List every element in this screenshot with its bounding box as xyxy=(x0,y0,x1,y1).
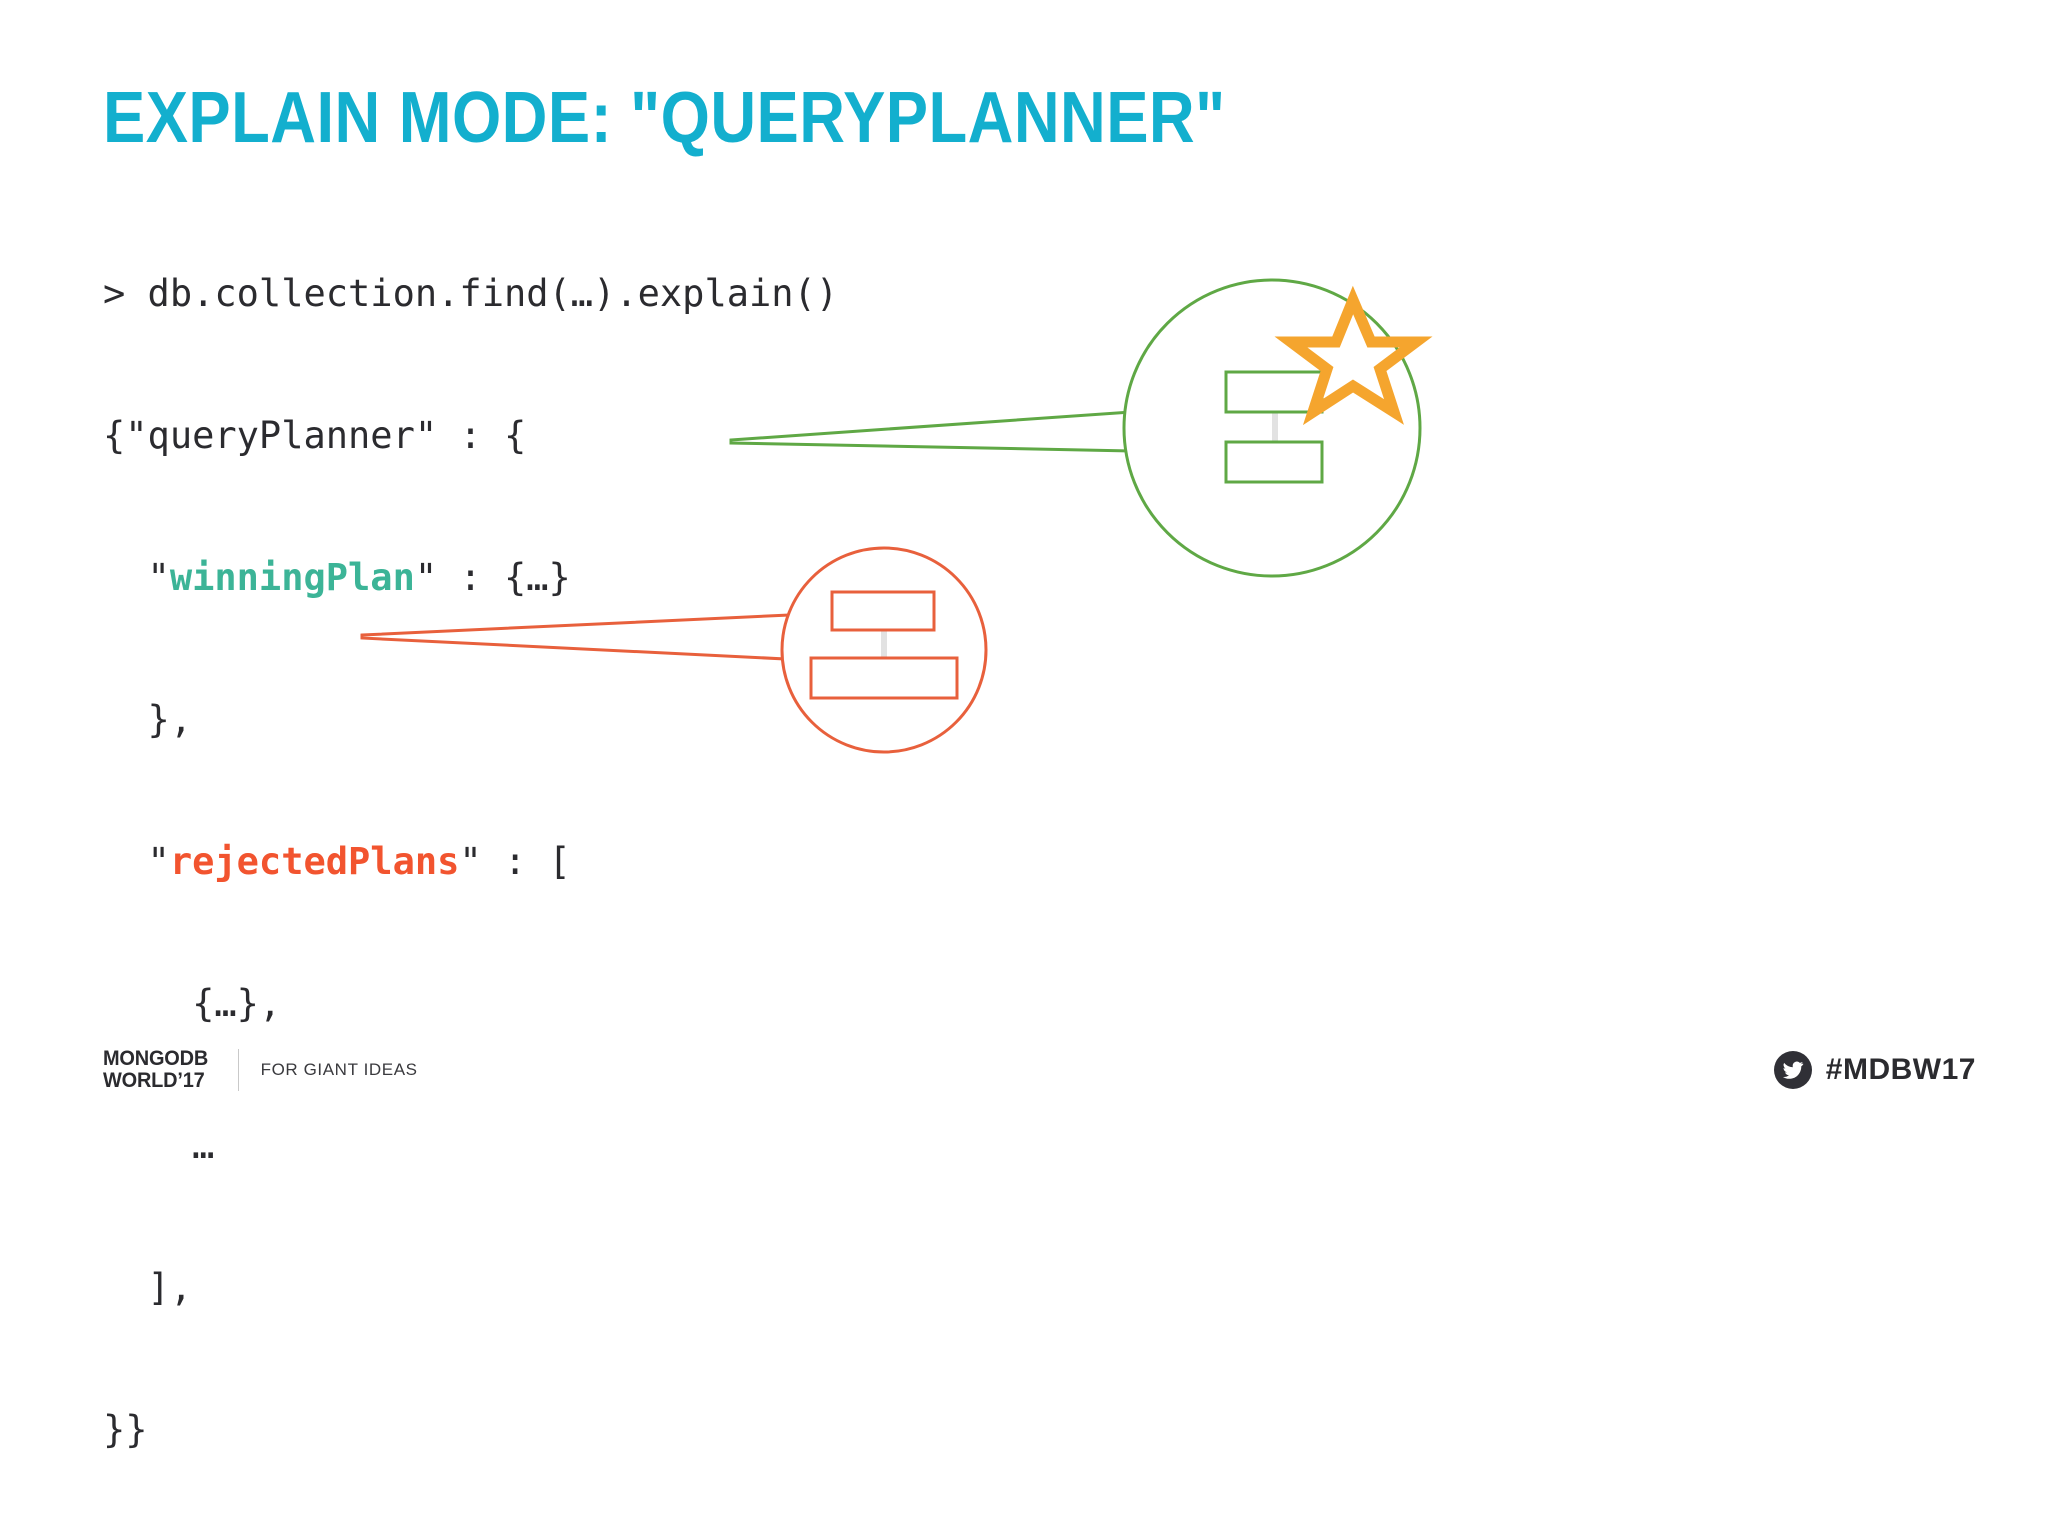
footer-left: MONGODB WORLD’17 FOR GIANT IDEAS xyxy=(103,1047,418,1093)
line-close-brace: }, xyxy=(103,684,838,755)
rejected-plans-stage-box-top xyxy=(830,590,936,632)
twitter-bird-icon xyxy=(1773,1051,1812,1089)
line-prompt: > db.collection.find(…).explain() xyxy=(103,258,838,329)
winning-plan-stage-box-bottom xyxy=(1224,440,1324,484)
line-queryplanner: {"queryPlanner" : { xyxy=(103,400,838,471)
code-token: " xyxy=(103,556,170,599)
logo-divider xyxy=(237,1049,239,1091)
line-ellipsis: … xyxy=(103,1110,838,1181)
code-token: ], xyxy=(103,1266,193,1309)
winning-plan-circle xyxy=(1122,278,1422,578)
line-close-all: }} xyxy=(103,1394,838,1465)
winning-plan-stage-box-top xyxy=(1224,370,1324,414)
code-token: " xyxy=(103,840,170,883)
line-winningplan: "winningPlan" : {…} xyxy=(103,542,838,613)
code-token: {"queryPlanner" : { xyxy=(103,414,527,457)
slide-root: EXPLAIN MODE: "QUERYPLANNER" > db.collec… xyxy=(103,78,1976,1451)
line-close-bracket: ], xyxy=(103,1252,838,1323)
event-hashtag: #MDBW17 xyxy=(1825,1053,1976,1086)
logo-line-2: WORLD’17 xyxy=(103,1069,205,1092)
code-token: " : {…} xyxy=(414,556,571,599)
code-token: rejectedPlans xyxy=(169,840,460,883)
winning-plan-stage-link xyxy=(1272,398,1278,464)
logo-tagline: FOR GIANT IDEAS xyxy=(260,1060,418,1079)
line-plan-doc: {…}, xyxy=(103,968,838,1039)
mongodb-world-logo: MONGODB WORLD’17 xyxy=(103,1048,214,1092)
winning-plan-star-icon xyxy=(1274,285,1433,426)
code-block: > db.collection.find(…).explain() {"quer… xyxy=(103,258,838,1536)
line-rejectedplans: "rejectedPlans" : [ xyxy=(103,826,838,897)
code-token: … xyxy=(103,1124,215,1167)
code-token: }, xyxy=(103,698,193,741)
rejected-plans-stage-link xyxy=(881,622,887,670)
code-token: {…}, xyxy=(103,982,282,1025)
footer-right: #MDBW17 xyxy=(1773,1047,1976,1093)
logo-line-1: MONGODB xyxy=(103,1047,209,1070)
code-token: }} xyxy=(103,1408,148,1451)
code-token: winningPlan xyxy=(169,556,415,599)
code-token: > db.collection.find(…).explain() xyxy=(103,272,839,315)
code-token: " : [ xyxy=(459,840,571,883)
page-title: EXPLAIN MODE: "QUERYPLANNER" xyxy=(103,78,1226,158)
